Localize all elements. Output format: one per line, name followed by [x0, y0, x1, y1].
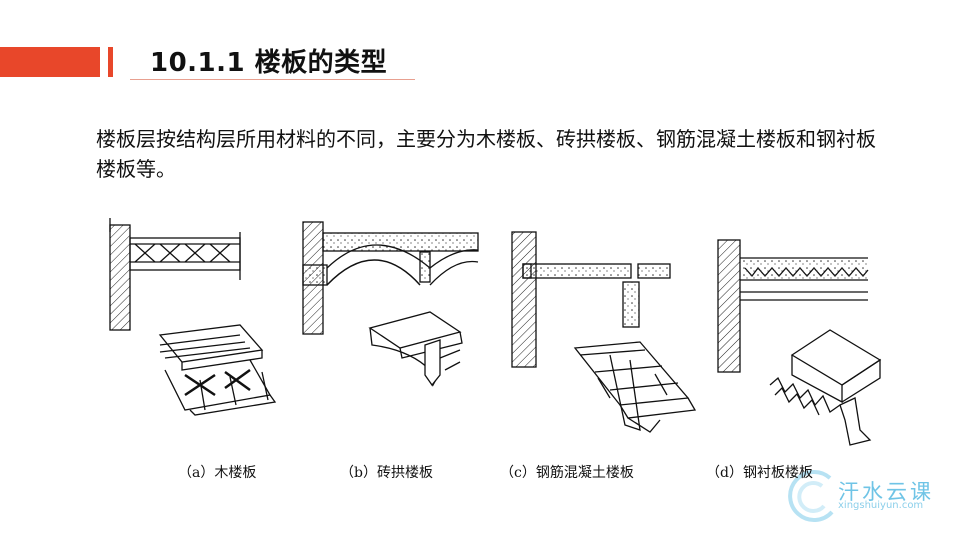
caption-steel-deck-floor: （d）钢衬板楼板 [706, 465, 813, 481]
title-accent-tick [108, 47, 113, 77]
caption-wood-floor: （a）木楼板 [178, 465, 257, 481]
title-underline [130, 79, 415, 80]
body-paragraph: 楼板层按结构层所用材料的不同，主要分为木楼板、砖拱楼板、钢筋混凝土楼板和钢衬板楼… [96, 127, 876, 181]
slide-title: 10.1.1 楼板的类型 [150, 48, 388, 78]
wood-floor-diagram [109, 218, 277, 416]
caption-concrete-floor: （c）钢筋混凝土楼板 [500, 465, 634, 481]
steel-deck-floor-diagram [717, 239, 882, 446]
reinforced-concrete-floor-diagram [511, 231, 697, 433]
watermark-url: xingshuiyun.com [838, 500, 924, 511]
caption-brick-arch-floor: （b）砖拱楼板 [340, 465, 433, 481]
brick-arch-floor-diagram [302, 221, 479, 387]
title-accent-bar [0, 47, 100, 77]
watermark-logo-icon [788, 470, 834, 522]
watermark-name: 汗水云课 [838, 480, 934, 504]
